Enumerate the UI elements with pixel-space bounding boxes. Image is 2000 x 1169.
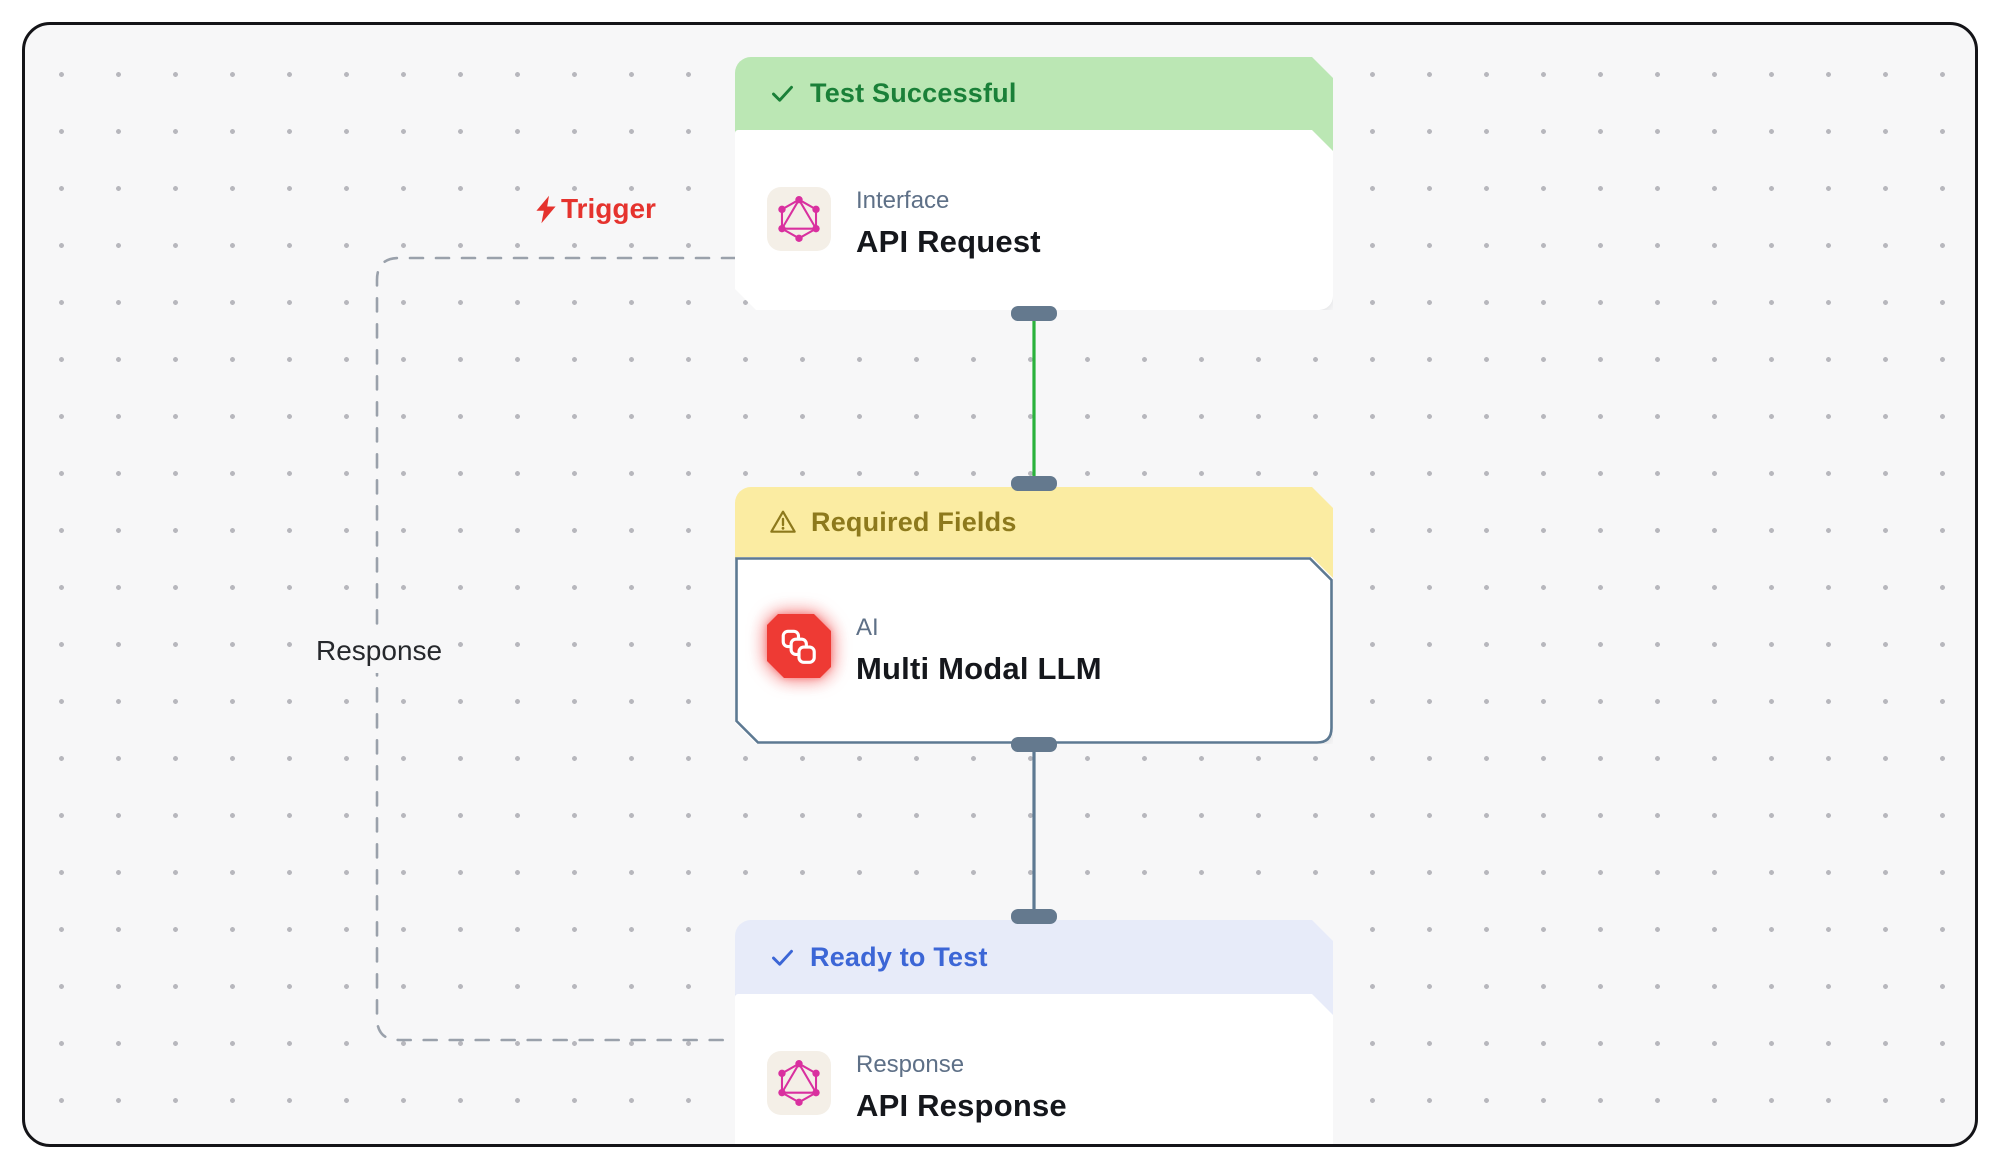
node-title: API Response: [856, 1087, 1067, 1123]
workflow-canvas[interactable]: Trigger Response Test Successful: [22, 22, 1978, 1147]
trigger-edge-text: Trigger: [561, 193, 656, 224]
node-title: Multi Modal LLM: [856, 650, 1102, 686]
node-multi-modal-llm-body[interactable]: AI Multi Modal LLM: [735, 557, 1333, 744]
node-icon-tile: [767, 1051, 831, 1115]
node-api-response-body[interactable]: Response API Response: [735, 994, 1333, 1147]
lightning-bolt-icon: [536, 195, 556, 223]
node-category: Response: [856, 1051, 965, 1078]
status-text: Ready to Test: [810, 941, 988, 972]
handle-api-response-input[interactable]: [1011, 909, 1057, 924]
check-icon: [769, 944, 796, 971]
node-title: API Request: [856, 223, 1041, 259]
node-api-request-body[interactable]: Interface API Request: [735, 130, 1333, 310]
graphql-icon: [776, 196, 822, 242]
response-edge-label: Response: [302, 629, 457, 673]
warning-triangle-icon: [769, 508, 797, 536]
chain-link-icon: [778, 625, 820, 667]
status-text: Required Fields: [811, 506, 1017, 537]
status-text: Test Successful: [810, 78, 1017, 108]
handle-multi-modal-llm-output[interactable]: [1011, 737, 1057, 752]
node-category: AI: [856, 614, 879, 641]
node-icon-tile: [767, 187, 831, 251]
trigger-edge-label: Trigger: [534, 193, 656, 225]
handle-multi-modal-llm-input[interactable]: [1011, 476, 1057, 491]
node-category: Interface: [856, 187, 950, 214]
graphql-icon: [776, 1060, 822, 1106]
check-icon: [769, 80, 796, 107]
node-icon-tile: [767, 614, 831, 678]
handle-api-request-output[interactable]: [1011, 306, 1057, 321]
